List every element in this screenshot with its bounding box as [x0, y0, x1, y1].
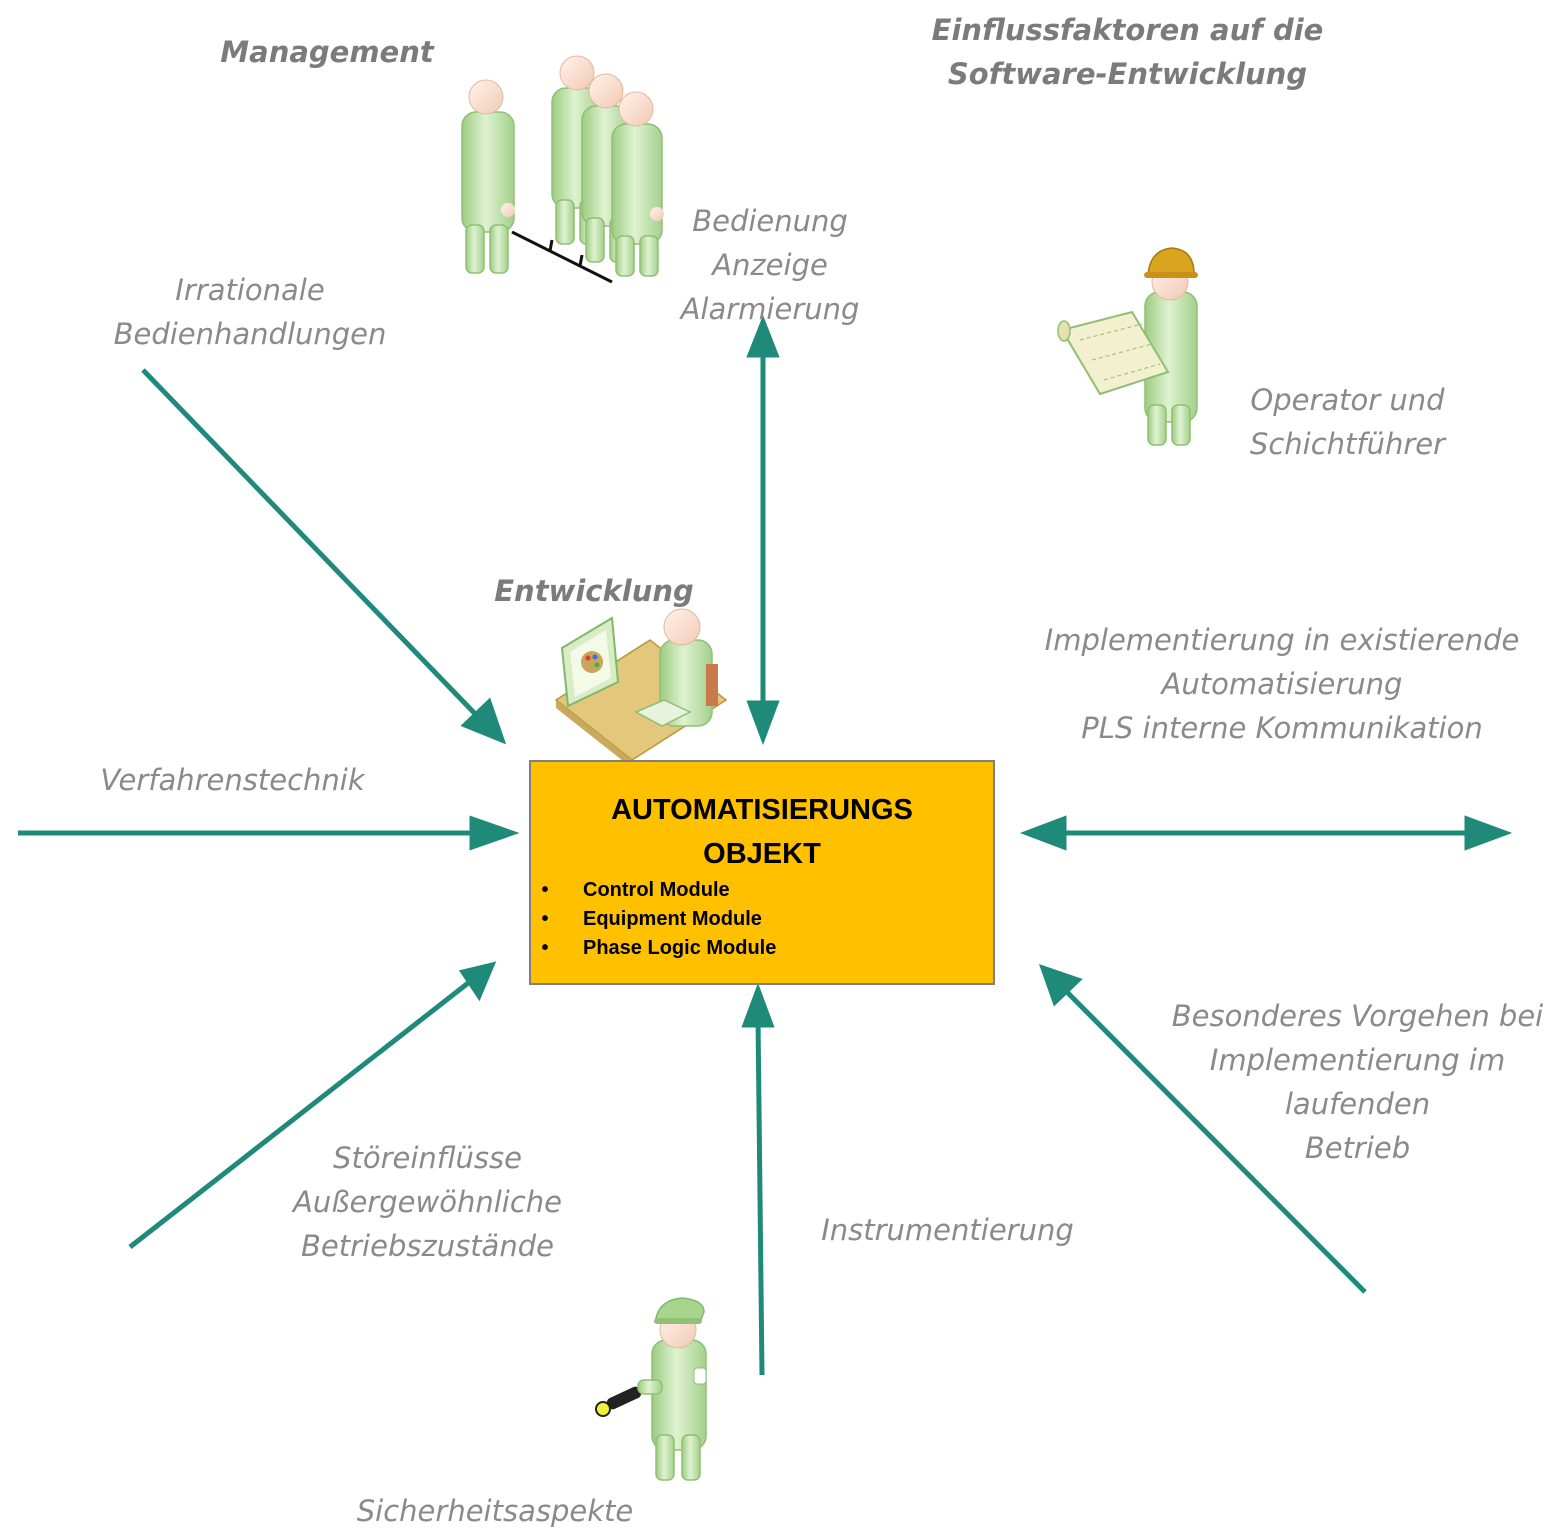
title-line-2: Software-Entwicklung [947, 57, 1308, 91]
diagram-title: Einflussfaktoren auf die Software-Entwic… [915, 8, 1340, 96]
label-operator: Operator und Schichtführer [1225, 378, 1470, 466]
monitor-icon [560, 616, 620, 708]
arrow-bedienung-double [746, 315, 780, 746]
flashlight-icon [595, 1386, 642, 1417]
arrow-verfahrenstechnik [18, 815, 520, 851]
label-line: Störeinflüsse [333, 1141, 522, 1175]
bullet: • [541, 908, 549, 930]
title-line-1: Einflussfaktoren auf die [931, 13, 1324, 47]
label-line: Außergewöhnliche [292, 1185, 562, 1219]
label-line: Schichtführer [1249, 427, 1446, 461]
label-line: laufenden [1284, 1087, 1431, 1121]
module-name: Control Module [583, 879, 730, 901]
heading-management: Management [220, 35, 434, 69]
arrow-besonderes [1038, 963, 1367, 1294]
label-stoereinfluesse: Störeinflüsse Außergewöhnliche Betriebsz… [270, 1136, 585, 1268]
label-verfahrenstechnik: Verfahrenstechnik [100, 763, 365, 797]
label-line: Bedienung [692, 204, 848, 238]
label-line: Operator und [1250, 383, 1445, 417]
module-list: • Control Module • Equipment Module • Ph… [531, 876, 993, 963]
developer-at-desk-icon [554, 608, 728, 768]
arrow-irrationale [141, 368, 507, 745]
arrow-implementierung-double [1019, 815, 1513, 851]
label-irrationale: Irrationale Bedienhandlungen [95, 268, 405, 356]
person-icon [611, 91, 664, 277]
label-line: Implementierung in existierende [1044, 623, 1520, 657]
label-line: Besonderes Vorgehen bei [1171, 999, 1544, 1033]
module-name: Equipment Module [583, 908, 762, 930]
management-group-icon [461, 55, 664, 284]
heading-entwicklung: Entwicklung [494, 574, 694, 608]
label-line: Betriebszustände [301, 1229, 554, 1263]
label-line: Bedienhandlungen [113, 317, 387, 351]
list-item: • Equipment Module [531, 905, 993, 934]
blueprint-icon [1057, 310, 1170, 396]
module-name: Phase Logic Module [583, 937, 777, 959]
bullet: • [541, 879, 549, 901]
operator-engineer-icon [1057, 247, 1198, 446]
bullet: • [541, 937, 549, 959]
org-connector-icon [511, 230, 613, 284]
label-sicherheit: Sicherheitsaspekte [356, 1494, 634, 1528]
arrow-stoereinfluesse [128, 961, 497, 1249]
list-item: • Control Module [531, 876, 993, 905]
label-implementierung: Implementierung in existierende Automati… [1022, 618, 1542, 750]
label-line: Irrationale [175, 273, 325, 307]
label-bedienung: Bedienung Anzeige Alarmierung [640, 199, 900, 331]
label-line: Implementierung im [1209, 1043, 1506, 1077]
label-line: Betrieb [1304, 1131, 1411, 1165]
box-title-line-2: OBJEKT [703, 838, 821, 870]
automation-object-box: AUTOMATISIERUNGS OBJEKT • Control Module… [529, 760, 995, 985]
label-line: Automatisierung [1161, 667, 1403, 701]
label-line: Alarmierung [680, 292, 860, 326]
box-title-line-1: AUTOMATISIERUNGS [611, 794, 913, 826]
list-item: • Phase Logic Module [531, 934, 993, 963]
person-icon [461, 79, 515, 274]
security-guard-icon [595, 1297, 707, 1481]
arrow-instrumentierung [741, 982, 775, 1376]
label-line: PLS interne Kommunikation [1081, 711, 1483, 745]
label-instrumentierung: Instrumentierung [821, 1213, 1074, 1247]
label-besonderes: Besonderes Vorgehen bei Implementierung … [1160, 994, 1555, 1170]
label-line: Anzeige [712, 248, 828, 282]
